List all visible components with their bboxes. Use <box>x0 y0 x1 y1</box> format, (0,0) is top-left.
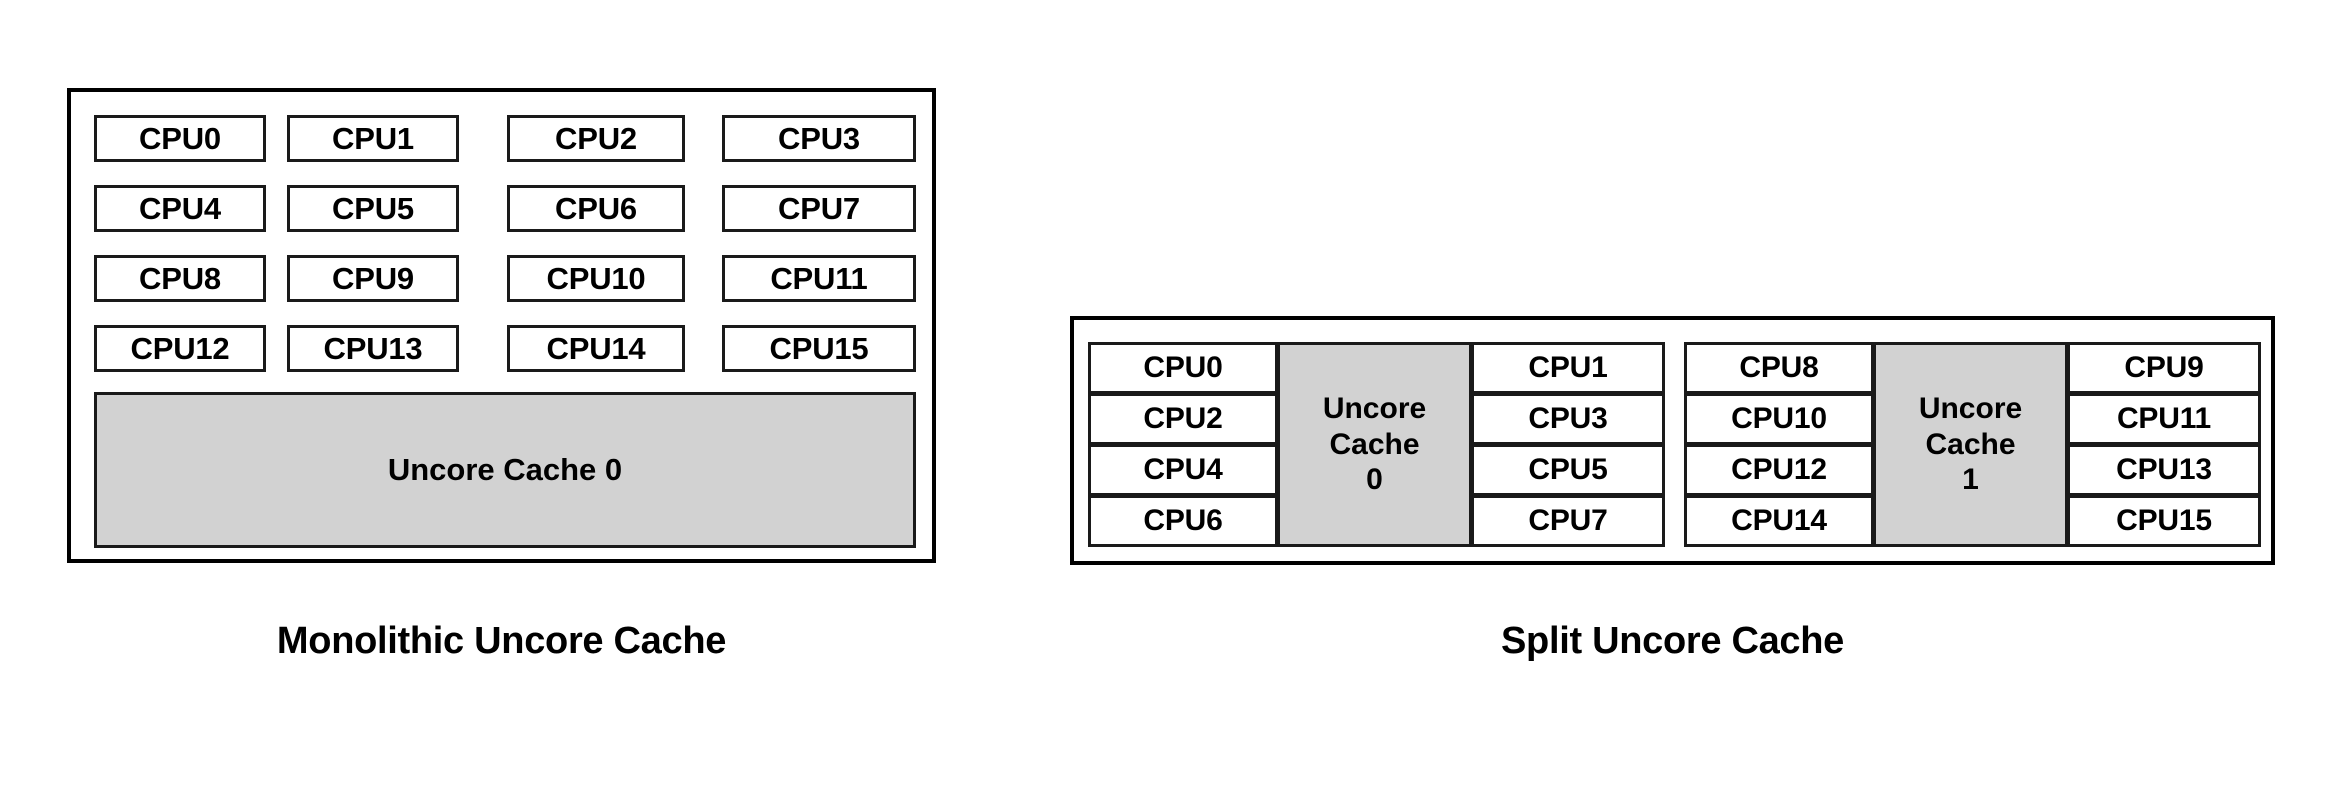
cpu-box: CPU1 <box>287 115 459 162</box>
cpu-box: CPU8 <box>1684 342 1874 394</box>
uncore-cache-label-line3: 0 <box>1366 463 1383 497</box>
cpu-box: CPU13 <box>287 325 459 372</box>
cpu-box: CPU7 <box>722 185 916 232</box>
cpu-box: CPU4 <box>94 185 266 232</box>
cpu-box: CPU9 <box>287 255 459 302</box>
cpu-box: CPU14 <box>507 325 685 372</box>
uncore-cache-label-line2: Cache <box>1329 427 1420 461</box>
cpu-box: CPU14 <box>1684 495 1874 547</box>
cpu-box: CPU4 <box>1088 444 1278 496</box>
uncore-cache-block: Uncore Cache 0 <box>1277 342 1472 547</box>
cpu-box: CPU12 <box>94 325 266 372</box>
cpu-box: CPU6 <box>1088 495 1278 547</box>
cpu-box: CPU13 <box>2067 444 2261 496</box>
uncore-cache-block: Uncore Cache 1 <box>1873 342 2068 547</box>
cpu-box: CPU2 <box>1088 393 1278 445</box>
uncore-cache-block: Uncore Cache 0 <box>94 392 916 548</box>
split-package-panel: CPU0 CPU2 CPU4 CPU6 Uncore Cache 0 CPU1 … <box>1070 316 2275 565</box>
cpu-box: CPU9 <box>2067 342 2261 394</box>
cpu-box: CPU1 <box>1471 342 1665 394</box>
uncore-cache-label-line2: Cache <box>1925 427 2016 461</box>
cpu-box: CPU11 <box>722 255 916 302</box>
cpu-box: CPU7 <box>1471 495 1665 547</box>
cpu-box: CPU0 <box>1088 342 1278 394</box>
split-figure-caption: Split Uncore Cache <box>1500 620 1845 662</box>
cpu-box: CPU3 <box>1471 393 1665 445</box>
cpu-box: CPU15 <box>2067 495 2261 547</box>
cpu-box: CPU0 <box>94 115 266 162</box>
cpu-box: CPU6 <box>507 185 685 232</box>
cpu-box: CPU3 <box>722 115 916 162</box>
cpu-box: CPU12 <box>1684 444 1874 496</box>
uncore-cache-label-line1: Uncore <box>1322 392 1427 426</box>
cpu-box: CPU5 <box>1471 444 1665 496</box>
monolithic-package-panel: CPU0 CPU1 CPU2 CPU3 CPU4 CPU5 CPU6 CPU7 … <box>67 88 936 563</box>
uncore-cache-label-line1: Uncore <box>1918 392 2023 426</box>
cpu-box: CPU10 <box>507 255 685 302</box>
cpu-box: CPU5 <box>287 185 459 232</box>
cpu-box: CPU15 <box>722 325 916 372</box>
cpu-box: CPU2 <box>507 115 685 162</box>
uncore-cache-label: Uncore Cache 0 <box>387 451 623 487</box>
cpu-box: CPU10 <box>1684 393 1874 445</box>
cpu-box: CPU11 <box>2067 393 2261 445</box>
uncore-cache-label-line3: 1 <box>1962 463 1979 497</box>
monolithic-figure-caption: Monolithic Uncore Cache <box>276 620 727 662</box>
cpu-box: CPU8 <box>94 255 266 302</box>
